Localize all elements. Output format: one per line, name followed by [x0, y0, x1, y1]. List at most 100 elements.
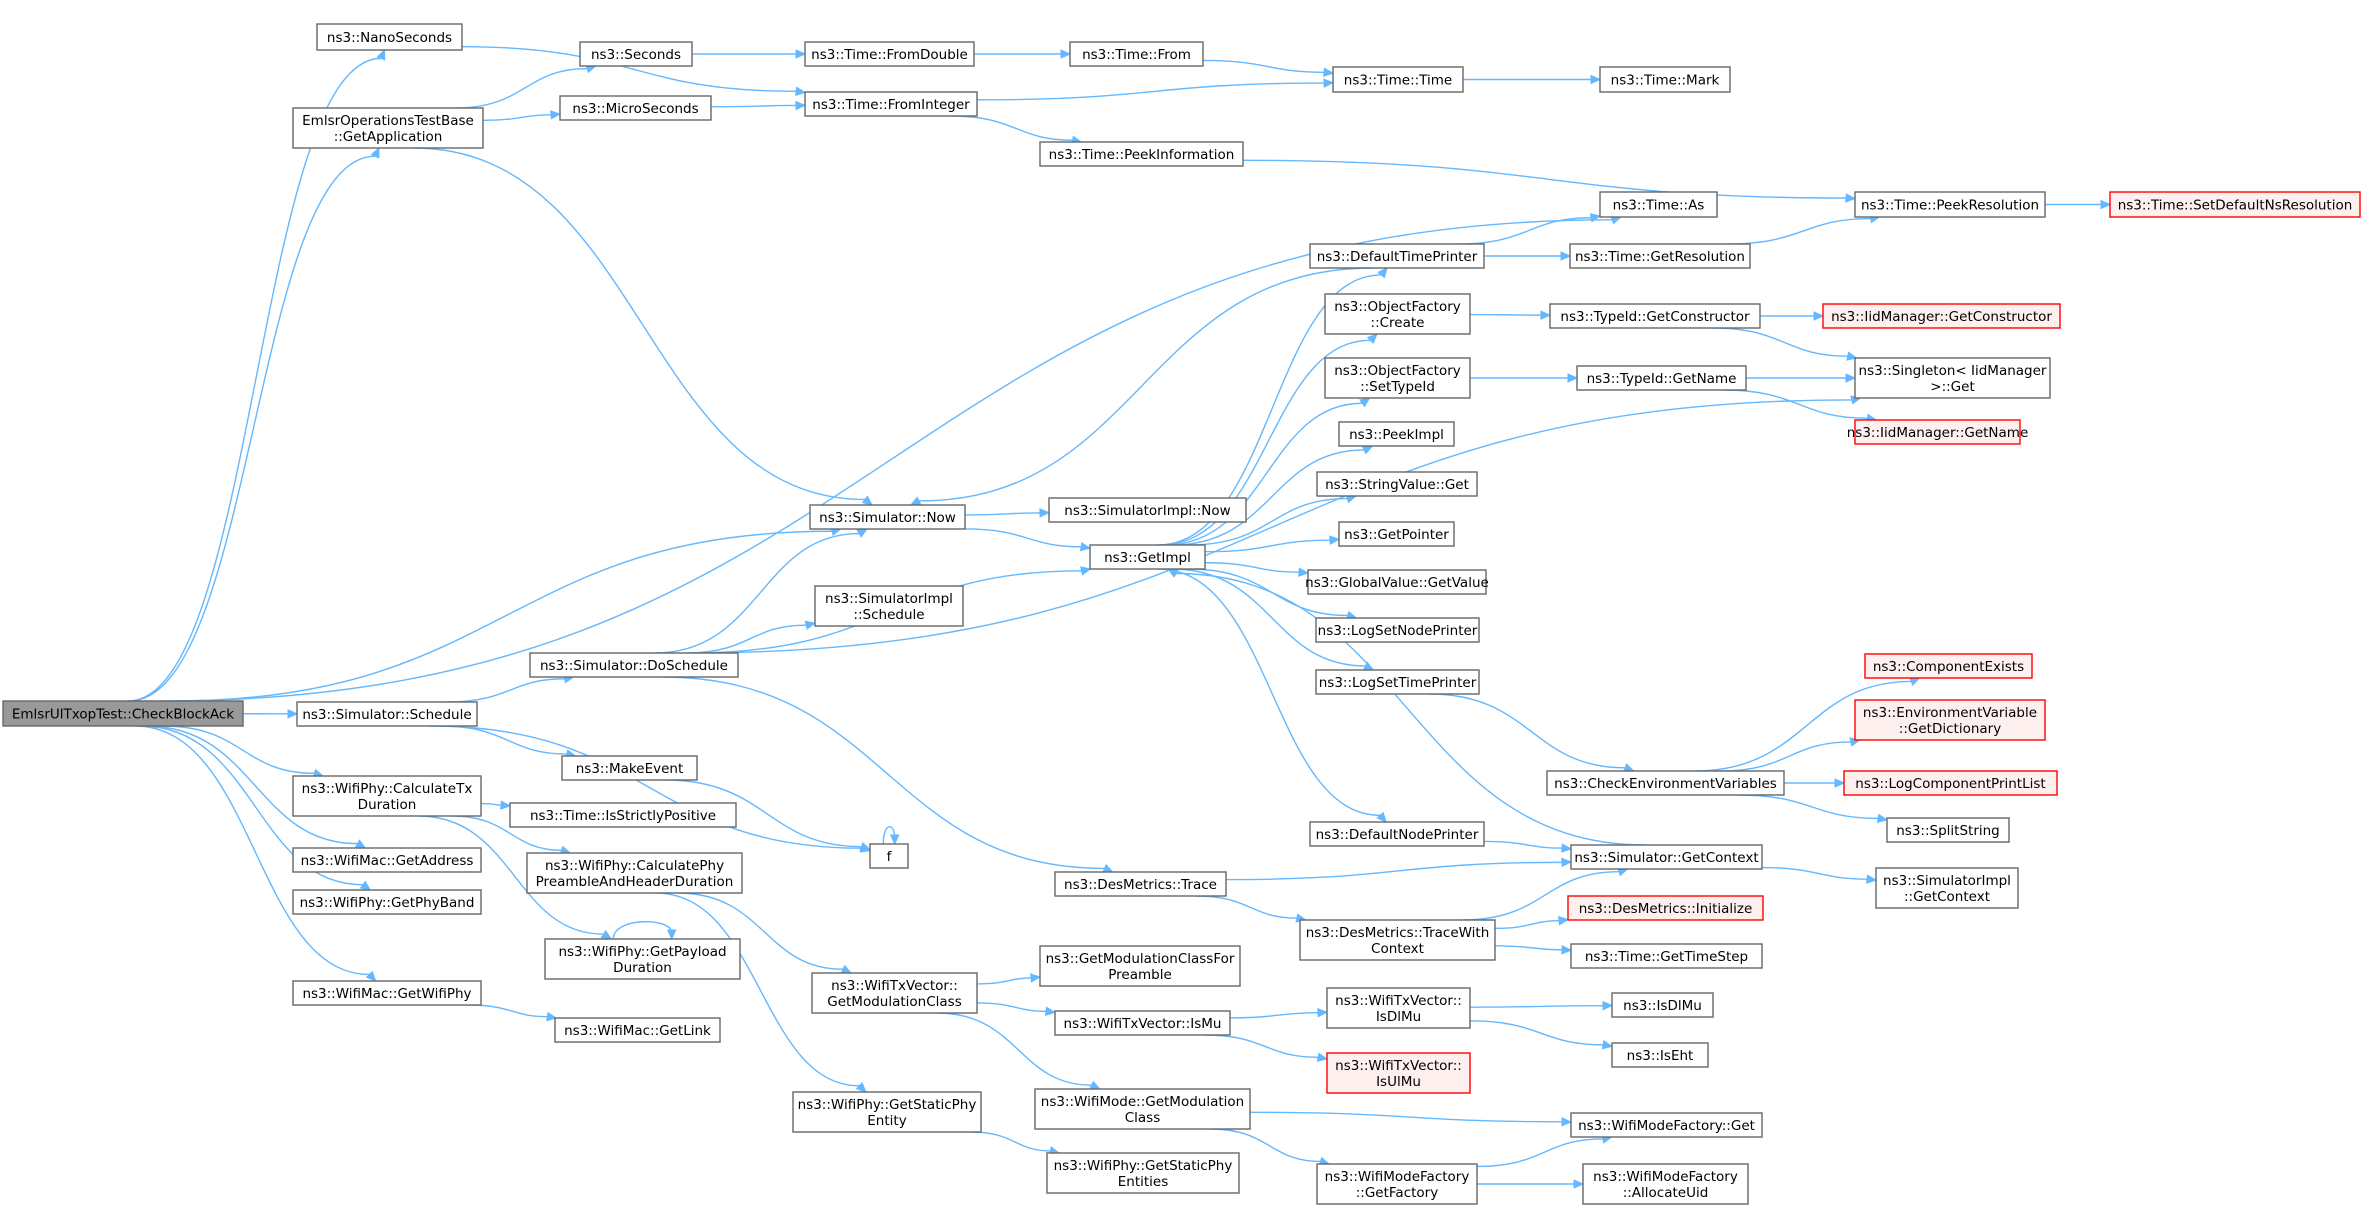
node-fromdouble[interactable]: ns3::Time::FromDouble: [804, 41, 975, 67]
node-desmetricstrace[interactable]: ns3::DesMetrics::Trace: [1054, 871, 1227, 897]
node-box[interactable]: [1316, 471, 1478, 497]
node-globalvaluegetvalue[interactable]: ns3::GlobalValue::GetValue: [1305, 569, 1489, 595]
node-timetime[interactable]: ns3::Time::Time: [1332, 66, 1464, 93]
node-getfactory[interactable]: ns3::WifiModeFactory::GetFactory: [1316, 1163, 1478, 1205]
node-box[interactable]: [292, 889, 482, 915]
node-box[interactable]: [1875, 867, 2019, 909]
node-box[interactable]: [1582, 1163, 1749, 1205]
node-box[interactable]: [544, 938, 741, 980]
node-box[interactable]: [1316, 1163, 1478, 1205]
node-box[interactable]: [1570, 943, 1763, 969]
node-box[interactable]: [1546, 770, 1785, 796]
node-seconds[interactable]: ns3::Seconds: [579, 41, 693, 67]
node-ismu[interactable]: ns3::WifiTxVector::IsMu: [1054, 1010, 1231, 1036]
node-box[interactable]: [1309, 243, 1485, 269]
node-defaulttimeprinter[interactable]: ns3::DefaultTimePrinter: [1309, 243, 1485, 269]
node-box[interactable]: [1324, 357, 1471, 399]
node-isstrictlypositive[interactable]: ns3::Time::IsStrictlyPositive: [509, 802, 737, 828]
node-box[interactable]: [811, 972, 978, 1014]
node-isdlmu[interactable]: ns3::WifiTxVector::IsDlMu: [1326, 987, 1471, 1029]
node-splitstring[interactable]: ns3::SplitString: [1886, 817, 2010, 843]
node-iseht[interactable]: ns3::IsEht: [1611, 1042, 1709, 1068]
node-isulmu[interactable]: ns3::WifiTxVector::IsUlMu: [1326, 1052, 1471, 1094]
node-box[interactable]: [1570, 844, 1763, 870]
node-from[interactable]: ns3::Time::From: [1069, 41, 1204, 67]
node-box[interactable]: [1611, 1042, 1709, 1068]
node-setdefaultnsresolution[interactable]: ns3::Time::SetDefaultNsResolution: [2109, 191, 2361, 218]
node-nanoseconds[interactable]: ns3::NanoSeconds: [316, 23, 463, 51]
node-box[interactable]: [554, 1017, 721, 1043]
node-getconstructor[interactable]: ns3::TypeId::GetConstructor: [1549, 303, 1761, 329]
node-box[interactable]: [1854, 419, 2021, 445]
node-getmodulationclass[interactable]: ns3::WifiTxVector::GetModulationClass: [811, 972, 978, 1014]
node-box[interactable]: [2109, 191, 2361, 218]
node-box[interactable]: [1039, 141, 1244, 167]
node-box[interactable]: [1569, 243, 1751, 269]
node-box[interactable]: [1854, 699, 2046, 741]
node-allocateuid[interactable]: ns3::WifiModeFactory::AllocateUid: [1582, 1163, 1749, 1205]
node-box[interactable]: [509, 802, 737, 828]
node-box[interactable]: [1822, 303, 2061, 329]
node-box[interactable]: [1307, 569, 1487, 595]
node-frominteger[interactable]: ns3::Time::FromInteger: [804, 91, 978, 117]
node-box[interactable]: [809, 504, 966, 530]
node-box[interactable]: [292, 847, 482, 873]
node-getimpl[interactable]: ns3::GetImpl: [1089, 544, 1206, 570]
node-box[interactable]: [814, 585, 964, 627]
node-box[interactable]: [1034, 1088, 1251, 1130]
node-box[interactable]: [1567, 895, 1764, 921]
node-box[interactable]: [292, 980, 482, 1006]
node-box[interactable]: [1039, 945, 1241, 987]
node-box[interactable]: [1326, 987, 1471, 1029]
node-typeidgetname[interactable]: ns3::TypeId::GetName: [1576, 365, 1747, 391]
node-root[interactable]: EmlsrUlTxopTest::CheckBlockAck: [2, 700, 244, 727]
node-box[interactable]: [1338, 521, 1455, 547]
node-box[interactable]: [869, 843, 909, 869]
node-peekimpl[interactable]: ns3::PeekImpl: [1338, 421, 1455, 447]
node-doschedule[interactable]: ns3::Simulator::DoSchedule: [529, 652, 739, 678]
node-box[interactable]: [1048, 497, 1247, 523]
node-mark[interactable]: ns3::Time::Mark: [1599, 66, 1731, 93]
node-box[interactable]: [292, 107, 484, 149]
node-iidgetconstructor[interactable]: ns3::IidManager::GetConstructor: [1822, 303, 2061, 329]
node-box[interactable]: [316, 23, 463, 51]
node-simimplgetcontext[interactable]: ns3::SimulatorImpl::GetContext: [1875, 867, 2019, 909]
node-box[interactable]: [1886, 817, 2010, 843]
node-box[interactable]: [1332, 66, 1464, 93]
node-getlink[interactable]: ns3::WifiMac::GetLink: [554, 1017, 721, 1043]
node-box[interactable]: [792, 1091, 982, 1133]
node-getaddress[interactable]: ns3::WifiMac::GetAddress: [292, 847, 482, 873]
node-modefactoryget[interactable]: ns3::WifiModeFactory::Get: [1570, 1112, 1763, 1138]
node-defaultnodeprinter[interactable]: ns3::DefaultNodePrinter: [1309, 821, 1485, 847]
node-box[interactable]: [1338, 421, 1455, 447]
node-box[interactable]: [292, 775, 482, 817]
node-box[interactable]: [1854, 191, 2046, 218]
node-box[interactable]: [1576, 365, 1747, 391]
node-box[interactable]: [1315, 617, 1480, 643]
node-componentexists[interactable]: ns3::ComponentExists: [1864, 653, 2033, 679]
node-box[interactable]: [1299, 919, 1496, 961]
node-box[interactable]: [559, 95, 712, 121]
node-modegetmodclass[interactable]: ns3::WifiMode::GetModulationClass: [1034, 1088, 1251, 1130]
node-getapplication[interactable]: EmlsrOperationsTestBase::GetApplication: [292, 107, 484, 149]
node-simschedule[interactable]: ns3::Simulator::Schedule: [296, 701, 478, 727]
node-box[interactable]: [804, 91, 978, 117]
node-box[interactable]: [526, 852, 743, 894]
node-box[interactable]: [804, 41, 975, 67]
node-box[interactable]: [1069, 41, 1204, 67]
node-logcomponentprintlist[interactable]: ns3::LogComponentPrintList: [1843, 770, 2058, 796]
node-envgetdictionary[interactable]: ns3::EnvironmentVariable::GetDictionary: [1854, 699, 2046, 741]
node-box[interactable]: [1326, 1052, 1471, 1094]
node-box[interactable]: [1046, 1152, 1240, 1194]
node-box[interactable]: [1864, 653, 2033, 679]
node-logsettimeprinter[interactable]: ns3::LogSetTimePrinter: [1315, 669, 1480, 695]
node-isdlmu2[interactable]: ns3::IsDlMu: [1611, 992, 1714, 1018]
node-desmetricsinit[interactable]: ns3::DesMetrics::Initialize: [1567, 895, 1764, 921]
node-as[interactable]: ns3::Time::As: [1599, 191, 1718, 218]
node-box[interactable]: [1309, 821, 1485, 847]
node-box[interactable]: [1611, 992, 1714, 1018]
